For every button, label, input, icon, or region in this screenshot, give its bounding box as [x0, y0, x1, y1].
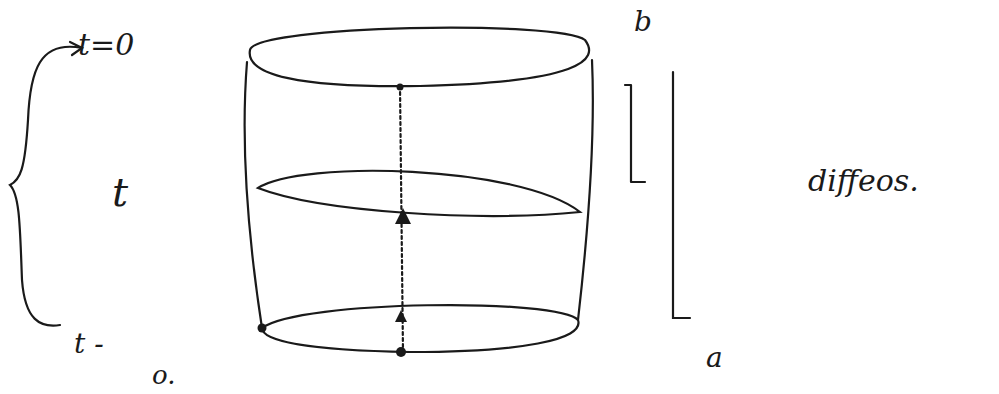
note-text: diffeos. [808, 166, 919, 196]
cylinder-side [578, 60, 593, 320]
arrowhead [395, 208, 411, 224]
cylinder-side [245, 62, 262, 328]
arrowhead [395, 310, 407, 322]
bottom-ellipse [262, 305, 579, 352]
point-label: b [634, 8, 652, 36]
top-ellipse [250, 28, 589, 87]
point-label: a [706, 344, 723, 372]
origin-label: o. [152, 362, 175, 388]
time-brace [10, 47, 82, 326]
point [397, 84, 404, 91]
time-label: t - [74, 330, 104, 358]
bracket-a-b [673, 72, 690, 318]
bracket-l [625, 85, 645, 182]
point [258, 324, 267, 333]
point [396, 347, 406, 357]
time-label: t=0 [78, 30, 134, 60]
time-label: t [112, 172, 128, 212]
middle-slice [258, 171, 580, 216]
